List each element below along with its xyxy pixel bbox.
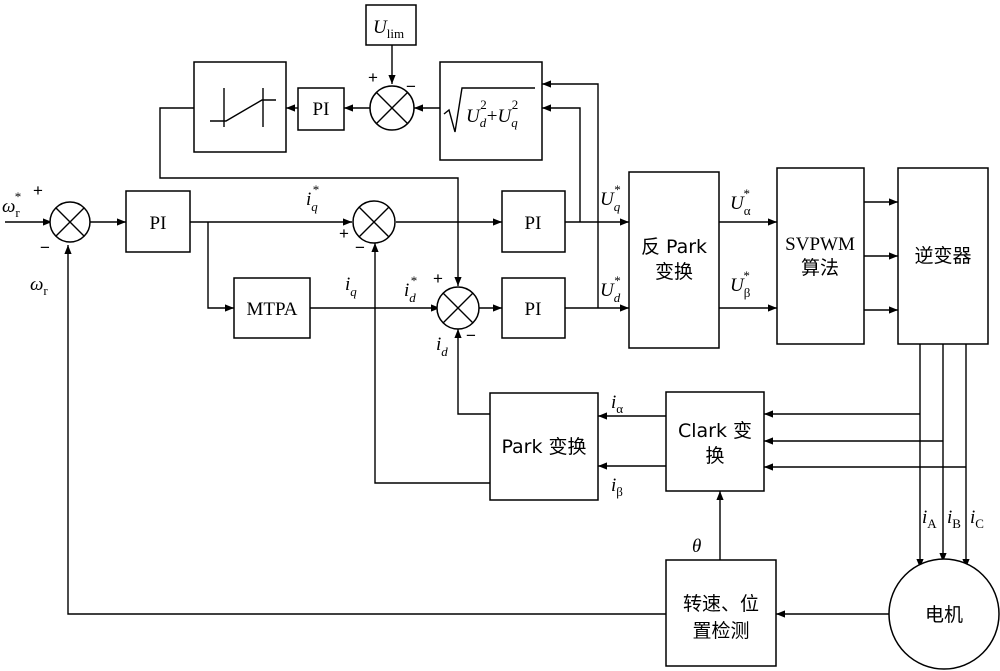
summer-id	[436, 286, 480, 330]
summer-iq	[352, 200, 396, 244]
label-ib: iB	[947, 507, 961, 531]
limiter-block	[193, 61, 287, 153]
svg-text:置检测: 置检测	[692, 620, 749, 642]
svg-text:Park 变换: Park 变换	[501, 436, 586, 458]
inverse-park-block: 反 Park 变换	[628, 171, 720, 349]
pi-speed-block: PI	[125, 190, 191, 253]
label-ic: iC	[970, 507, 984, 531]
label-omega-ref: ωr*	[2, 189, 21, 220]
mtpa-block: MTPA	[233, 277, 311, 339]
label-iq: iq	[345, 274, 357, 299]
motor-circle: 电机	[888, 558, 1000, 670]
svg-text:PI: PI	[313, 99, 330, 120]
summer-voltage-limit	[369, 85, 415, 131]
label-ualpha-ref: Uα*	[730, 186, 751, 218]
sign-speed-plus: +	[33, 181, 43, 200]
svg-text:换: 换	[705, 445, 724, 467]
signal-wires	[5, 45, 970, 618]
sign-speed-minus: −	[40, 238, 50, 257]
svg-text:转速、位: 转速、位	[683, 593, 759, 615]
label-ia: iA	[922, 507, 937, 531]
label-id-ref: id*	[404, 273, 417, 305]
svg-text:SVPWM: SVPWM	[785, 234, 855, 255]
label-id: id	[436, 334, 448, 359]
svg-text:变换: 变换	[655, 261, 693, 283]
summer-speed	[49, 201, 91, 243]
pi-d-current-block: PI	[501, 277, 566, 339]
sign-id-minus: −	[466, 326, 476, 345]
speed-position-detection-block: 转速、位 置检测	[665, 559, 777, 667]
signal-labels: ωr* ωr iq* iq id* id Uq* Ud* Uα* Uβ* iα …	[2, 182, 984, 557]
clark-transform-block: Clark 变 换	[665, 391, 765, 492]
svg-text:PI: PI	[150, 213, 167, 234]
label-ibeta: iβ	[611, 475, 623, 499]
pi-q-current-block: PI	[501, 190, 566, 253]
summing-signs: + − + − + − + −	[33, 68, 476, 345]
sign-vlim-minus: −	[406, 77, 416, 96]
label-omega-fb: ωr	[30, 274, 48, 298]
label-ubeta-ref: Uβ*	[730, 268, 751, 300]
svg-text:逆变器: 逆变器	[914, 245, 971, 267]
inverter-block: 逆变器	[897, 167, 989, 345]
svpwm-block: SVPWM 算法	[776, 167, 865, 345]
svg-text:Clark 变: Clark 变	[678, 420, 752, 442]
label-ud-ref: Ud*	[600, 273, 621, 305]
sign-id-plus: +	[433, 269, 443, 288]
pi-voltage-loop-block: PI	[297, 87, 345, 131]
label-theta: θ	[692, 536, 701, 557]
svg-text:PI: PI	[525, 299, 542, 320]
svg-text:电机: 电机	[925, 604, 963, 626]
label-ialpha: iα	[611, 392, 623, 416]
svg-text:Ud2+Uq2: Ud2+Uq2	[466, 97, 518, 130]
sign-iq-minus: −	[355, 238, 365, 257]
label-iq-ref: iq*	[306, 182, 319, 214]
park-transform-block: Park 变换	[489, 392, 599, 501]
sign-iq-plus: +	[339, 224, 349, 243]
sqrt-magnitude-block: Ud2+Uq2	[439, 61, 543, 161]
svg-text:算法: 算法	[801, 257, 839, 279]
svg-text:PI: PI	[525, 213, 542, 234]
u-lim-block: Ulim	[365, 4, 417, 46]
sign-vlim-plus: +	[368, 68, 378, 87]
svg-text:反 Park: 反 Park	[641, 236, 707, 258]
svg-text:MTPA: MTPA	[246, 299, 297, 320]
svg-text:Ulim: Ulim	[373, 17, 404, 41]
label-uq-ref: Uq*	[600, 182, 621, 214]
